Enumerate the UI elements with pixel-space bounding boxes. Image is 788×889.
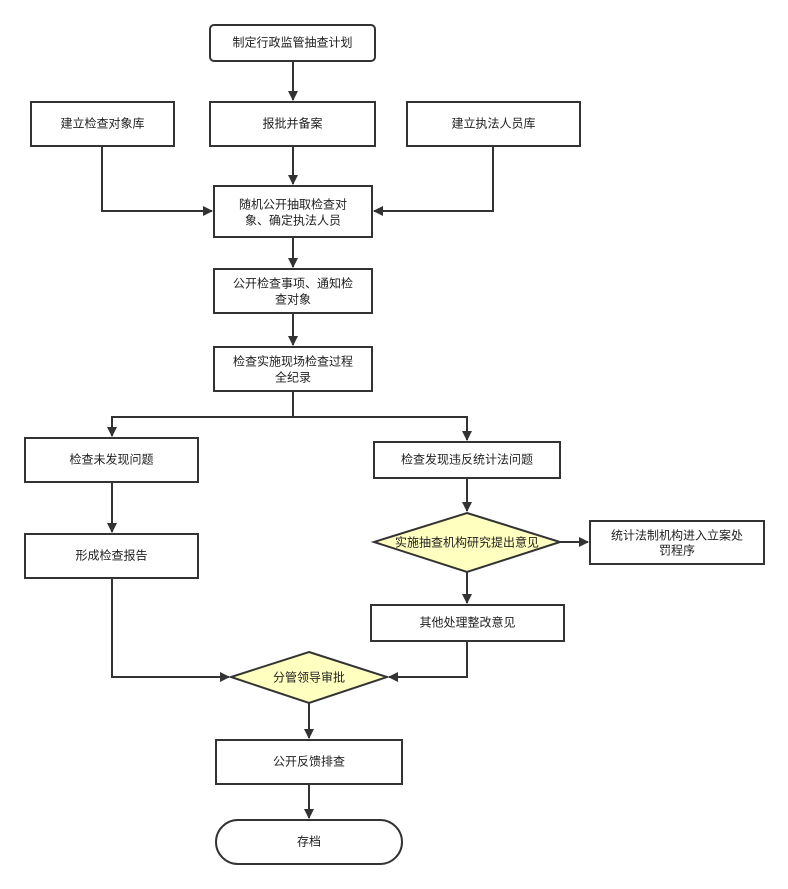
node-approve-file: 报批并备案 bbox=[209, 101, 376, 147]
node-report-label: 形成检查报告 bbox=[75, 548, 147, 563]
node-random-select: 随机公开抽取检查对 象、确定执法人员 bbox=[213, 185, 373, 238]
node-no-issue-label: 检查未发现问题 bbox=[69, 452, 153, 467]
node-inspect-line2: 全纪录 bbox=[275, 370, 311, 385]
edge-rectify-leader bbox=[388, 641, 468, 682]
node-archive-label: 存档 bbox=[297, 835, 321, 849]
node-legal-case-line2: 罚程序 bbox=[659, 543, 695, 558]
node-staff-db: 建立执法人员库 bbox=[406, 101, 581, 147]
node-approve-file-label: 报批并备案 bbox=[262, 116, 322, 131]
node-research: 实施抽查机构研究提出意见 bbox=[370, 511, 564, 574]
connectors bbox=[101, 61, 589, 819]
node-leader-approve-label: 分管领导审批 bbox=[273, 670, 345, 685]
node-issue-found-label: 检查发现违反统计法问题 bbox=[401, 452, 533, 467]
node-publish-items-line1: 公开检查事项、通知检 bbox=[233, 276, 353, 291]
node-plan-label: 制定行政监管抽查计划 bbox=[232, 35, 352, 50]
node-legal-case: 统计法制机构进入立案处 罚程序 bbox=[589, 520, 765, 565]
node-no-issue: 检查未发现问题 bbox=[24, 437, 199, 483]
node-rectify: 其他处理整改意见 bbox=[370, 604, 565, 642]
node-inspect-line1: 检查实施现场检查过程 bbox=[233, 354, 353, 369]
node-publish-items: 公开检查事项、通知检 查对象 bbox=[213, 268, 373, 314]
node-feedback: 公开反馈排查 bbox=[215, 739, 403, 785]
node-research-label: 实施抽查机构研究提出意见 bbox=[395, 535, 539, 550]
node-legal-case-line1: 统计法制机构进入立案处 bbox=[611, 528, 743, 543]
node-rectify-label: 其他处理整改意见 bbox=[419, 615, 515, 630]
node-archive: 存档 bbox=[215, 819, 403, 865]
edge-report-leader bbox=[111, 578, 230, 682]
node-inspect: 检查实施现场检查过程 全纪录 bbox=[213, 346, 373, 392]
node-obj-db: 建立检查对象库 bbox=[30, 101, 175, 147]
node-random-select-line1: 随机公开抽取检查对 bbox=[239, 197, 347, 212]
edge-staffdb-random bbox=[373, 146, 494, 216]
node-issue-found: 检查发现违反统计法问题 bbox=[373, 441, 561, 479]
node-report: 形成检查报告 bbox=[24, 533, 199, 579]
node-staff-db-label: 建立执法人员库 bbox=[451, 116, 535, 131]
node-random-select-line2: 象、确定执法人员 bbox=[245, 213, 341, 228]
node-feedback-label: 公开反馈排查 bbox=[273, 755, 345, 769]
node-leader-approve: 分管领导审批 bbox=[227, 650, 391, 705]
node-obj-db-label: 建立检查对象库 bbox=[60, 116, 144, 131]
node-publish-items-line2: 查对象 bbox=[275, 293, 311, 307]
edge-inspect-noissue bbox=[107, 391, 294, 437]
node-plan: 制定行政监管抽查计划 bbox=[209, 24, 376, 62]
edge-inspect-issue bbox=[293, 416, 472, 441]
edge-objdb-random bbox=[101, 146, 213, 216]
